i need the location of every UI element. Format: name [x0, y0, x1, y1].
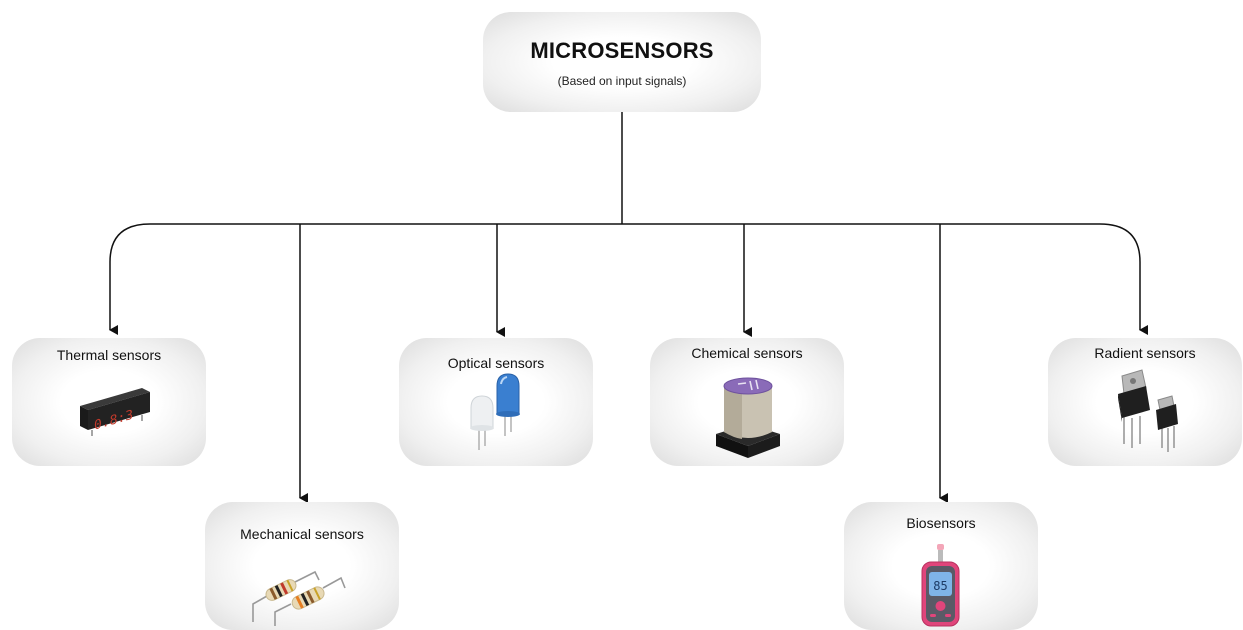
- radient-sensors-label: Radient sensors: [1094, 345, 1196, 361]
- thermal-sensors-label: Thermal sensors: [56, 347, 162, 363]
- connector-radient: [1099, 223, 1148, 335]
- mechanical-sensors-label: Mechanical sensors: [240, 526, 364, 542]
- capacitor-icon: [716, 377, 780, 458]
- glucometer-icon: 85: [921, 544, 960, 627]
- thermal-sensors-node: Thermal sensors 0.8:3: [12, 338, 206, 466]
- biosensors-node: Biosensors 85: [844, 502, 1038, 630]
- glucometer-readout: 85: [933, 579, 947, 593]
- root-title: MICROSENSORS: [530, 38, 714, 63]
- optical-sensors-label: Optical sensors: [447, 355, 545, 371]
- root-subtitle: (Based on input signals): [557, 74, 687, 88]
- digital-display-icon: 0.8:3: [80, 388, 150, 436]
- mechanical-sensors-node: Mechanical sensors: [205, 502, 399, 630]
- transistor-icon: [1118, 369, 1178, 452]
- resistor-icon: [252, 570, 346, 626]
- chemical-sensors-label: Chemical sensors: [691, 345, 803, 361]
- led-icon: [470, 373, 520, 450]
- optical-sensors-node: Optical sensors: [399, 338, 593, 466]
- biosensors-label: Biosensors: [906, 515, 976, 531]
- radient-sensors-node: Radient sensors: [1048, 338, 1242, 466]
- connector-thermal: [109, 223, 151, 335]
- chemical-sensors-node: Chemical sensors: [650, 338, 844, 466]
- root-node: MICROSENSORS (Based on input signals): [483, 12, 761, 112]
